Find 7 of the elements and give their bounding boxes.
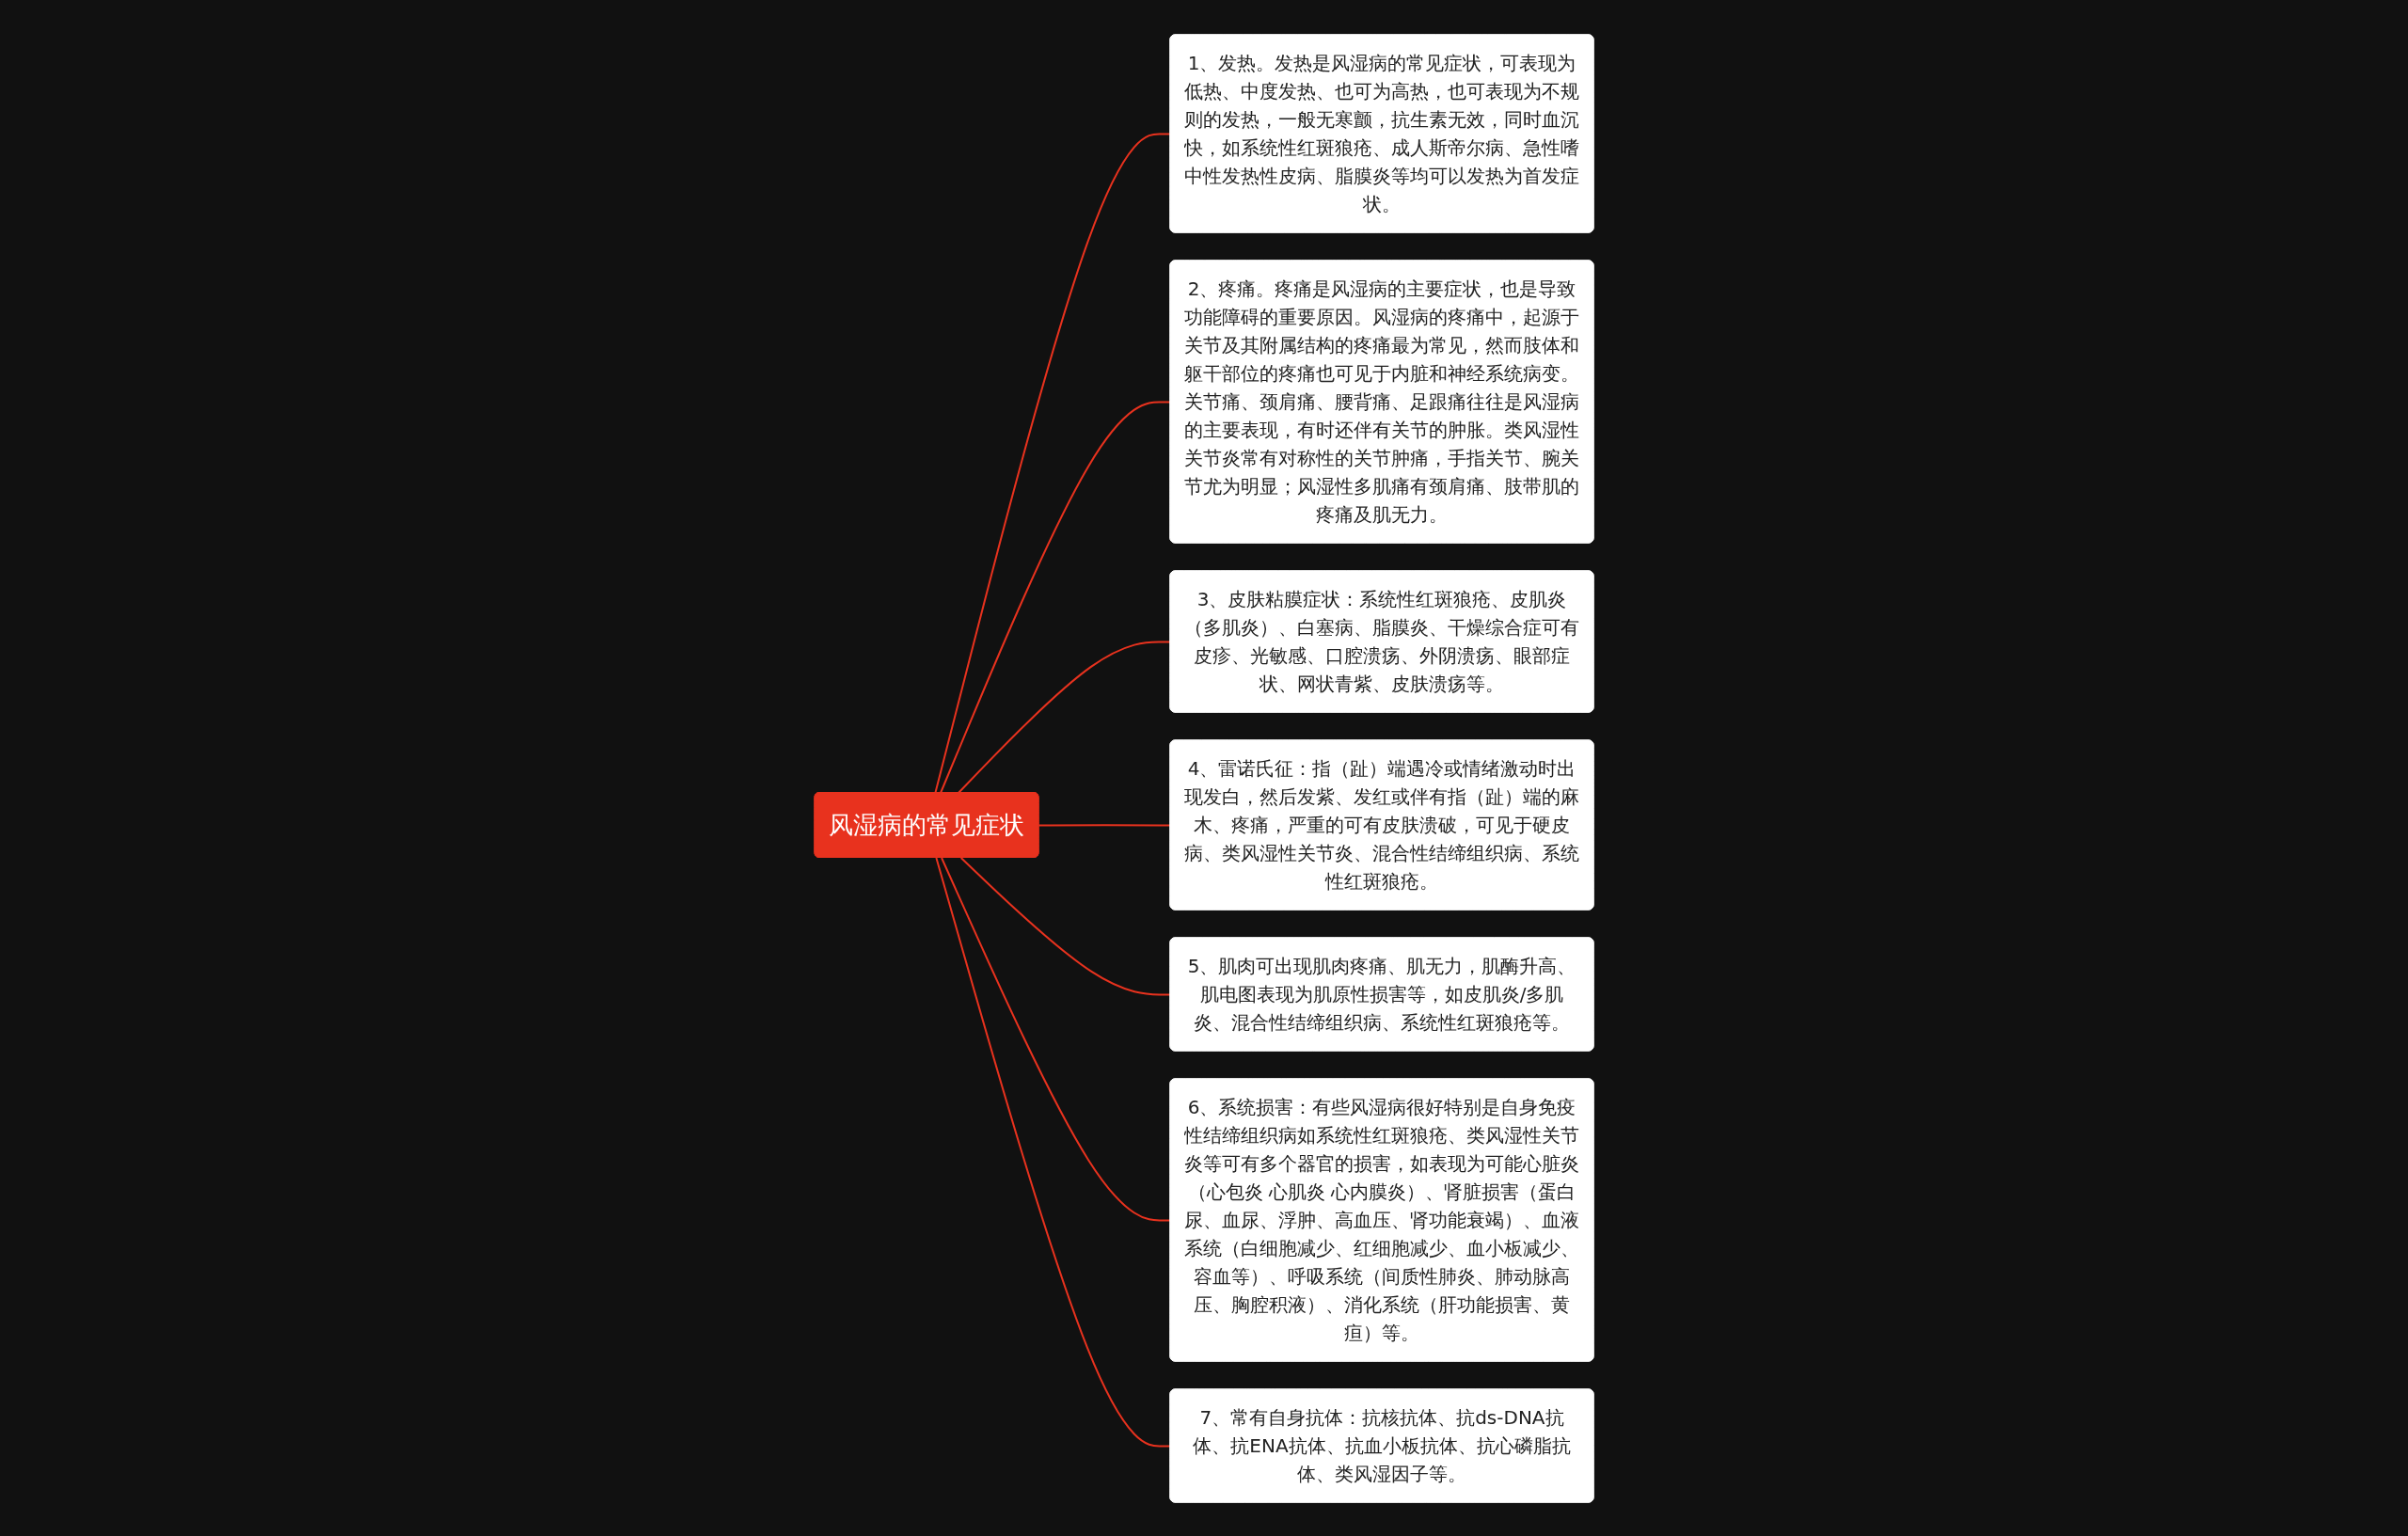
- connector: [935, 856, 1172, 1447]
- connector: [940, 400, 1172, 794]
- connector: [957, 640, 1172, 794]
- connector: [1038, 823, 1172, 826]
- connector: [934, 132, 1172, 794]
- connector: [941, 856, 1172, 1221]
- connector: [959, 856, 1172, 995]
